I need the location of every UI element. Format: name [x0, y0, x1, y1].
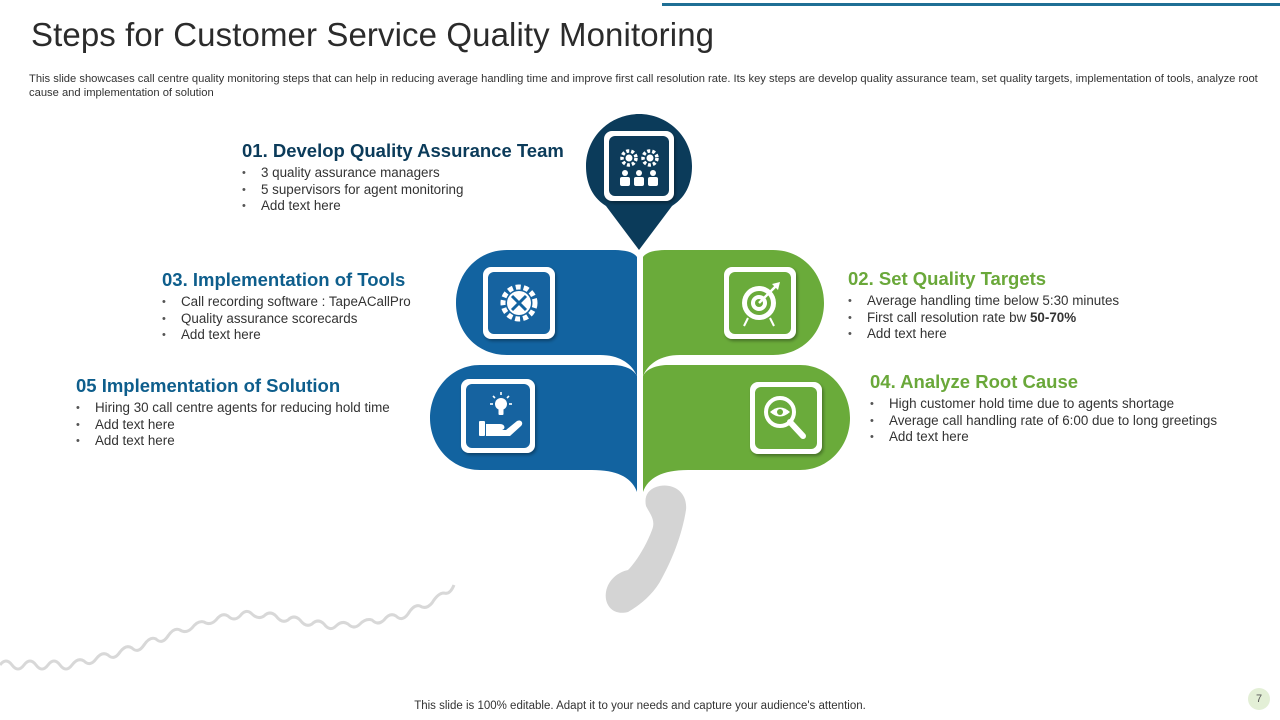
top-accent-line: [662, 3, 1280, 6]
tile-step-04: [750, 382, 822, 454]
list-item: Add text here: [848, 326, 1119, 343]
list-item-bold: 50-70%: [1029, 309, 1077, 325]
team-gears-icon: [620, 149, 659, 186]
list-item: Quality assurance scorecards: [162, 311, 411, 328]
step-02-list: Average handling time below 5:30 minutes…: [848, 293, 1119, 343]
list-item: Hiring 30 call centre agents for reducin…: [76, 400, 390, 417]
target-icon: [742, 282, 780, 327]
step-03: 03. Implementation of Tools Call recordi…: [162, 269, 411, 344]
step-03-list: Call recording software : TapeACallPro Q…: [162, 294, 411, 344]
list-item: First call resolution rate bw 50-70%: [848, 310, 1119, 327]
list-item: Average call handling rate of 6:00 due t…: [870, 413, 1217, 430]
phone-handset-icon: [605, 485, 687, 613]
list-item: Add text here: [76, 433, 390, 450]
list-item: Add text here: [76, 417, 390, 434]
list-item: Add text here: [870, 429, 1217, 446]
list-item: Call recording software : TapeACallPro: [162, 294, 411, 311]
step-02: 02. Set Quality Targets Average handling…: [848, 268, 1119, 343]
step-05-list: Hiring 30 call centre agents for reducin…: [76, 400, 390, 450]
step-05: 05 Implementation of Solution Hiring 30 …: [76, 375, 390, 450]
page-subtitle: This slide showcases call centre quality…: [29, 73, 1258, 99]
step-02-heading: 02. Set Quality Targets: [848, 268, 1047, 289]
tools-gear-icon: [500, 284, 538, 322]
list-item: Add text here: [162, 327, 411, 344]
step-01-heading: 01. Develop Quality Assurance Team: [242, 140, 564, 161]
tile-step-01: [604, 131, 674, 201]
step-04-heading: 04. Analyze Root Cause: [870, 371, 1079, 392]
phone-cord: [0, 584, 456, 671]
step-04-list: High customer hold time due to agents sh…: [870, 396, 1217, 446]
list-item: High customer hold time due to agents sh…: [870, 396, 1217, 413]
list-item-text: First call resolution rate bw: [867, 309, 1030, 325]
list-item: Average handling time below 5:30 minutes: [848, 293, 1119, 310]
step-03-heading: 03. Implementation of Tools: [162, 269, 406, 290]
hand-idea-icon: [479, 392, 523, 436]
list-item: 3 quality assurance managers: [242, 165, 564, 182]
footer-note: This slide is 100% editable. Adapt it to…: [414, 700, 866, 712]
magnifier-eye-icon: [764, 396, 806, 439]
step-04: 04. Analyze Root Cause High customer hol…: [870, 371, 1217, 446]
step-01: 01. Develop Quality Assurance Team 3 qua…: [242, 140, 564, 215]
page-number: 7: [1248, 688, 1270, 710]
tile-step-05: [461, 379, 535, 453]
list-item: Add text here: [242, 198, 564, 215]
step-01-list: 3 quality assurance managers 5 superviso…: [242, 165, 564, 215]
page-title: Steps for Customer Service Quality Monit…: [31, 16, 715, 53]
list-item: 5 supervisors for agent monitoring: [242, 182, 564, 199]
step-05-heading: 05 Implementation of Solution: [76, 375, 341, 396]
